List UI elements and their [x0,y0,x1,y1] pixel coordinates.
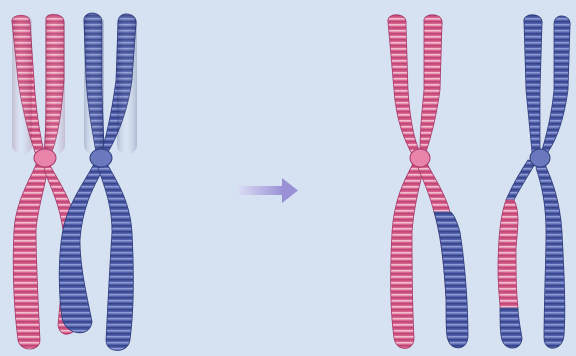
before-stage [12,13,137,351]
right-recombinant-centromere [530,149,550,167]
paternal-centromere [90,149,112,167]
recombinant-chromosome-right [498,15,570,349]
right-arrow-icon [238,178,298,203]
maternal-centromere [34,149,56,167]
left-recombinant-centromere [410,149,430,167]
after-stage [388,15,570,349]
crossover-segment-paternal [434,212,468,348]
crossover-segment-maternal [498,200,518,308]
paternal-chromatid-lower-1 [59,160,104,333]
maternal-chromatid-lower-1 [13,160,48,349]
recombinant-chromosome-left [388,15,468,349]
paternal-chromatid-lower-2 [98,162,133,351]
